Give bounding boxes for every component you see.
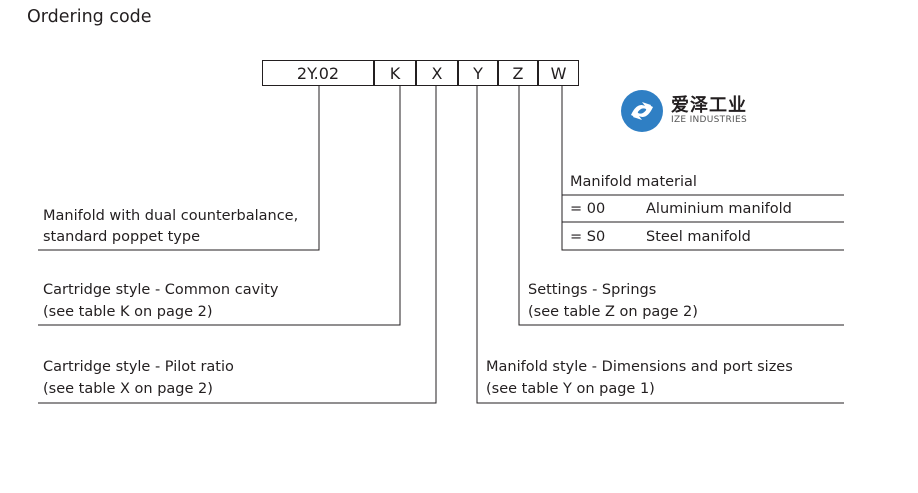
logo-chinese-text: 爱泽工业 bbox=[671, 95, 747, 116]
material-row-2-label: Steel manifold bbox=[646, 229, 751, 245]
leader-k bbox=[38, 86, 401, 326]
code-w-label: W bbox=[550, 63, 567, 83]
page-title: Ordering code bbox=[27, 7, 152, 27]
code-x-box: X bbox=[416, 60, 458, 86]
material-row-1-label: Aluminium manifold bbox=[646, 201, 792, 217]
cartridge-cavity-line1: Cartridge style - Common cavity bbox=[43, 282, 279, 298]
manifold-style-line1: Manifold style - Dimensions and port siz… bbox=[486, 359, 793, 375]
code-model-label: 2Y.02 bbox=[296, 63, 340, 83]
settings-line2: (see table Z on page 2) bbox=[528, 304, 698, 320]
material-row-1-code: = 00 bbox=[570, 201, 606, 217]
leader-y bbox=[476, 86, 844, 404]
settings-line1: Settings - Springs bbox=[528, 282, 657, 298]
code-k-box: K bbox=[374, 60, 416, 86]
code-y-box: Y bbox=[458, 60, 498, 86]
code-w-box: W bbox=[538, 60, 579, 86]
code-k-label: K bbox=[389, 63, 401, 83]
leader-x bbox=[38, 86, 437, 404]
cartridge-cavity-line2: (see table K on page 2) bbox=[43, 304, 213, 320]
ize-logo-icon bbox=[621, 90, 663, 132]
leader-model bbox=[38, 86, 320, 251]
code-model-box: 2Y.02 bbox=[262, 60, 374, 86]
leader-z bbox=[518, 86, 844, 326]
code-x-label: X bbox=[431, 63, 443, 83]
code-z-box: Z bbox=[498, 60, 538, 86]
code-z-label: Z bbox=[512, 63, 524, 83]
cartridge-pilot-line1: Cartridge style - Pilot ratio bbox=[43, 359, 234, 375]
manifold-type-line1: Manifold with dual counterbalance, bbox=[43, 208, 299, 224]
material-heading: Manifold material bbox=[570, 174, 697, 190]
material-row-2-code: = S0 bbox=[570, 229, 606, 245]
code-y-label: Y bbox=[473, 63, 483, 83]
leader-w bbox=[561, 86, 844, 251]
manifold-type-line2: standard poppet type bbox=[43, 229, 201, 245]
manifold-style-line2: (see table Y on page 1) bbox=[486, 381, 655, 397]
logo-english-text: IZE INDUSTRIES bbox=[671, 115, 747, 125]
cartridge-pilot-line2: (see table X on page 2) bbox=[43, 381, 213, 397]
